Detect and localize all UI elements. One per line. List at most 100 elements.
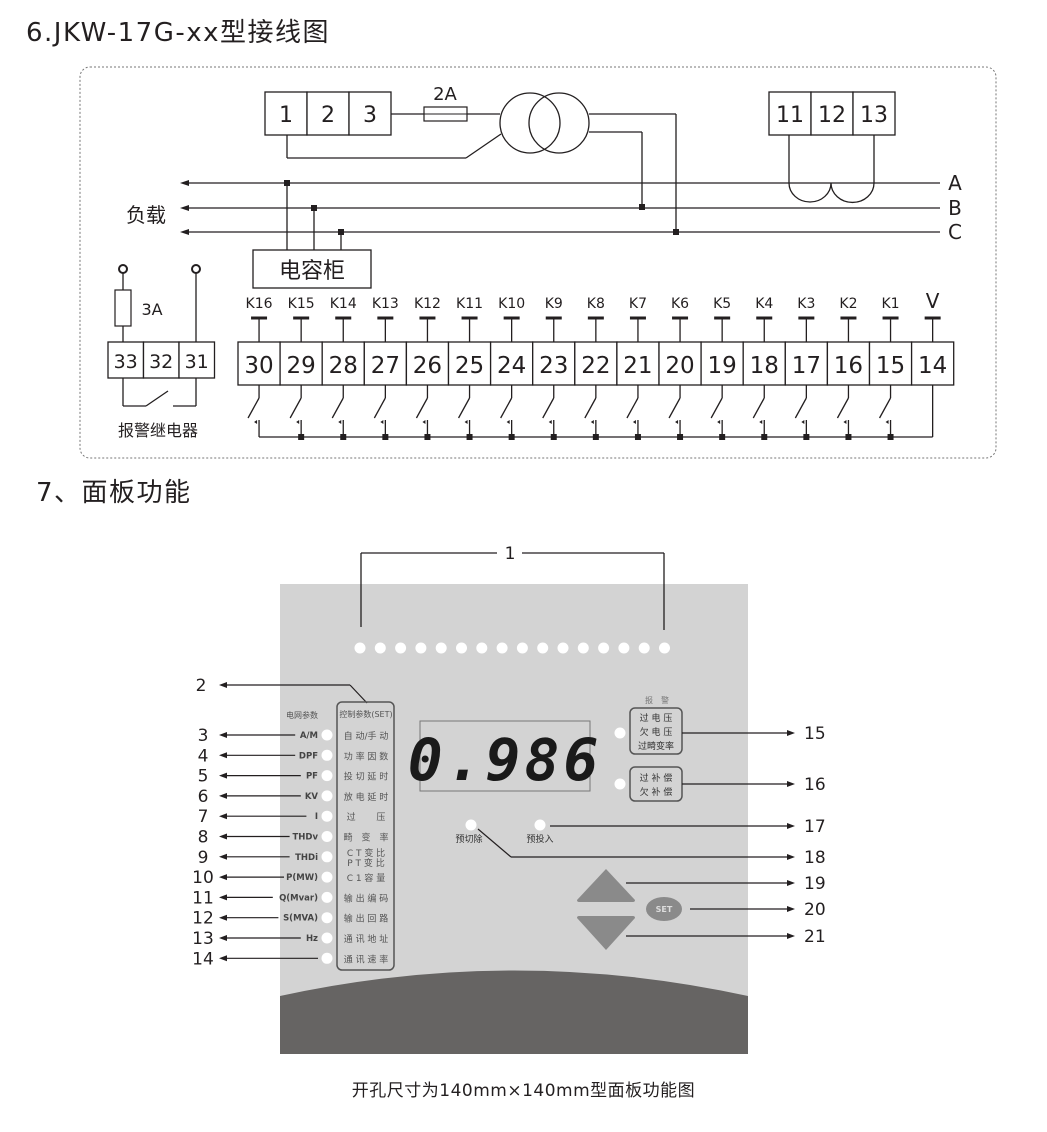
contact-tick <box>801 420 805 424</box>
arrow-left-icon <box>219 874 227 881</box>
control-param-label: 输 出 编 码 <box>344 892 389 904</box>
param-indicator-led <box>321 871 333 883</box>
callout-4-label: 4 <box>198 746 209 766</box>
param-indicator-led <box>321 912 333 924</box>
terminal-number: 28 <box>329 353 358 379</box>
arrow-left-icon <box>180 180 189 186</box>
terminal-box <box>405 341 450 386</box>
callout-line <box>477 828 512 858</box>
arrow-left-icon <box>219 792 227 799</box>
output-label-k8: K8 <box>587 296 605 312</box>
pre-cut-led <box>465 819 477 831</box>
switch-contact-icon <box>710 397 723 419</box>
alarm-led-2 <box>614 778 626 790</box>
contact-tick <box>296 420 300 424</box>
arrow-left-icon <box>219 752 227 759</box>
output-label-k14: K14 <box>330 296 357 312</box>
contact-tick <box>548 420 552 424</box>
arrow-left-icon <box>180 229 189 235</box>
phase-label-c: C <box>948 220 962 244</box>
grid-param-label: KV <box>305 792 319 802</box>
step-indicator-led <box>395 642 407 654</box>
callout-7-label: 7 <box>198 807 209 827</box>
switch-contact-icon <box>836 397 850 419</box>
capacitor-cabinet-box <box>252 249 372 289</box>
terminal-box <box>768 91 812 136</box>
alarm-label: 过畸变率 <box>638 740 674 752</box>
terminal-number: 20 <box>665 353 694 379</box>
terminal-number: 21 <box>623 353 652 379</box>
callout-14-label: 14 <box>192 949 214 969</box>
control-param-label: 过 压 <box>347 811 386 823</box>
terminal-number: 33 <box>114 351 138 373</box>
switch-contact-icon <box>247 397 260 419</box>
alarm-group-1-box <box>629 707 683 755</box>
terminal-number: 15 <box>876 353 905 379</box>
arrow-right-icon <box>787 781 795 787</box>
contact-tick <box>843 420 847 424</box>
grid-param-label: I <box>315 812 318 822</box>
switch-contact-icon <box>626 397 639 419</box>
terminal-box <box>306 91 350 136</box>
alarm-header: 报 警 <box>645 695 669 705</box>
output-label-k3: K3 <box>797 296 815 312</box>
load-label: 负载 <box>126 203 166 227</box>
terminal-number: 13 <box>860 103 888 128</box>
grid-param-label: Q(Mvar) <box>279 893 318 903</box>
output-label-k16: K16 <box>246 296 273 312</box>
output-label-k7: K7 <box>629 296 647 312</box>
output-label-k2: K2 <box>839 296 857 312</box>
terminal-number: 32 <box>149 351 173 373</box>
pre-cut-label: 预切除 <box>455 833 482 845</box>
contact-tick <box>632 420 636 424</box>
callout-12-label: 12 <box>192 909 214 929</box>
switch-contact-icon <box>668 397 681 419</box>
set-button <box>646 897 682 921</box>
terminal-number: 30 <box>244 353 273 379</box>
alarm-relay-label: 报警继电器 <box>118 421 198 440</box>
arrow-right-icon <box>787 730 795 736</box>
panel-bottom-band <box>280 970 748 1054</box>
arrow-right-icon <box>787 933 795 939</box>
param-indicator-led <box>321 932 333 944</box>
switch-contact-icon <box>794 397 807 419</box>
terminal-box <box>348 91 392 136</box>
callout-8-label: 8 <box>198 828 209 848</box>
terminal-box <box>363 341 408 386</box>
output-label-k10: K10 <box>498 296 525 312</box>
param-indicator-led <box>321 749 333 761</box>
step-indicator-led <box>598 642 610 654</box>
alarm-label: 欠 电 压 <box>640 726 673 738</box>
down-arrow-button <box>577 916 635 950</box>
output-label-k5: K5 <box>713 296 731 312</box>
terminal-box <box>868 341 913 386</box>
control-param-label: P T 变 比 <box>347 857 385 869</box>
contact-tick <box>759 420 763 424</box>
switch-contact-icon <box>878 397 892 419</box>
wiring-diagram-title: 6.JKW-17G-xx型接线图 <box>26 18 331 48</box>
grid-param-label: S(MVA) <box>283 914 318 924</box>
callout-2-label: 2 <box>196 676 207 696</box>
panel-function-title: 7、面板功能 <box>36 478 192 508</box>
alarm-terminal-ring-icon <box>118 264 128 274</box>
callout-21-label: 21 <box>804 927 826 947</box>
grid-param-label: A/M <box>300 731 318 741</box>
arrow-left-icon <box>219 813 227 820</box>
capacitor-cabinet-label: 电容柜 <box>279 259 345 284</box>
contact-tick <box>590 420 594 424</box>
switch-contact-icon <box>331 397 344 419</box>
control-param-label: 输 出 回 路 <box>344 913 389 925</box>
fuse-3a-icon <box>114 289 132 327</box>
contact-tick <box>506 420 510 424</box>
control-param-label: 通 讯 地 址 <box>344 933 389 945</box>
contact-tick <box>254 420 258 424</box>
callout-16-label: 16 <box>804 775 826 795</box>
param-indicator-led <box>321 770 333 782</box>
contact-tick <box>675 420 679 424</box>
alarm-label: 过 电 压 <box>640 712 673 724</box>
terminal-number: 3 <box>363 103 377 128</box>
control-param-label: 畸 变 率 <box>343 832 388 844</box>
callout-10-label: 10 <box>192 868 214 888</box>
